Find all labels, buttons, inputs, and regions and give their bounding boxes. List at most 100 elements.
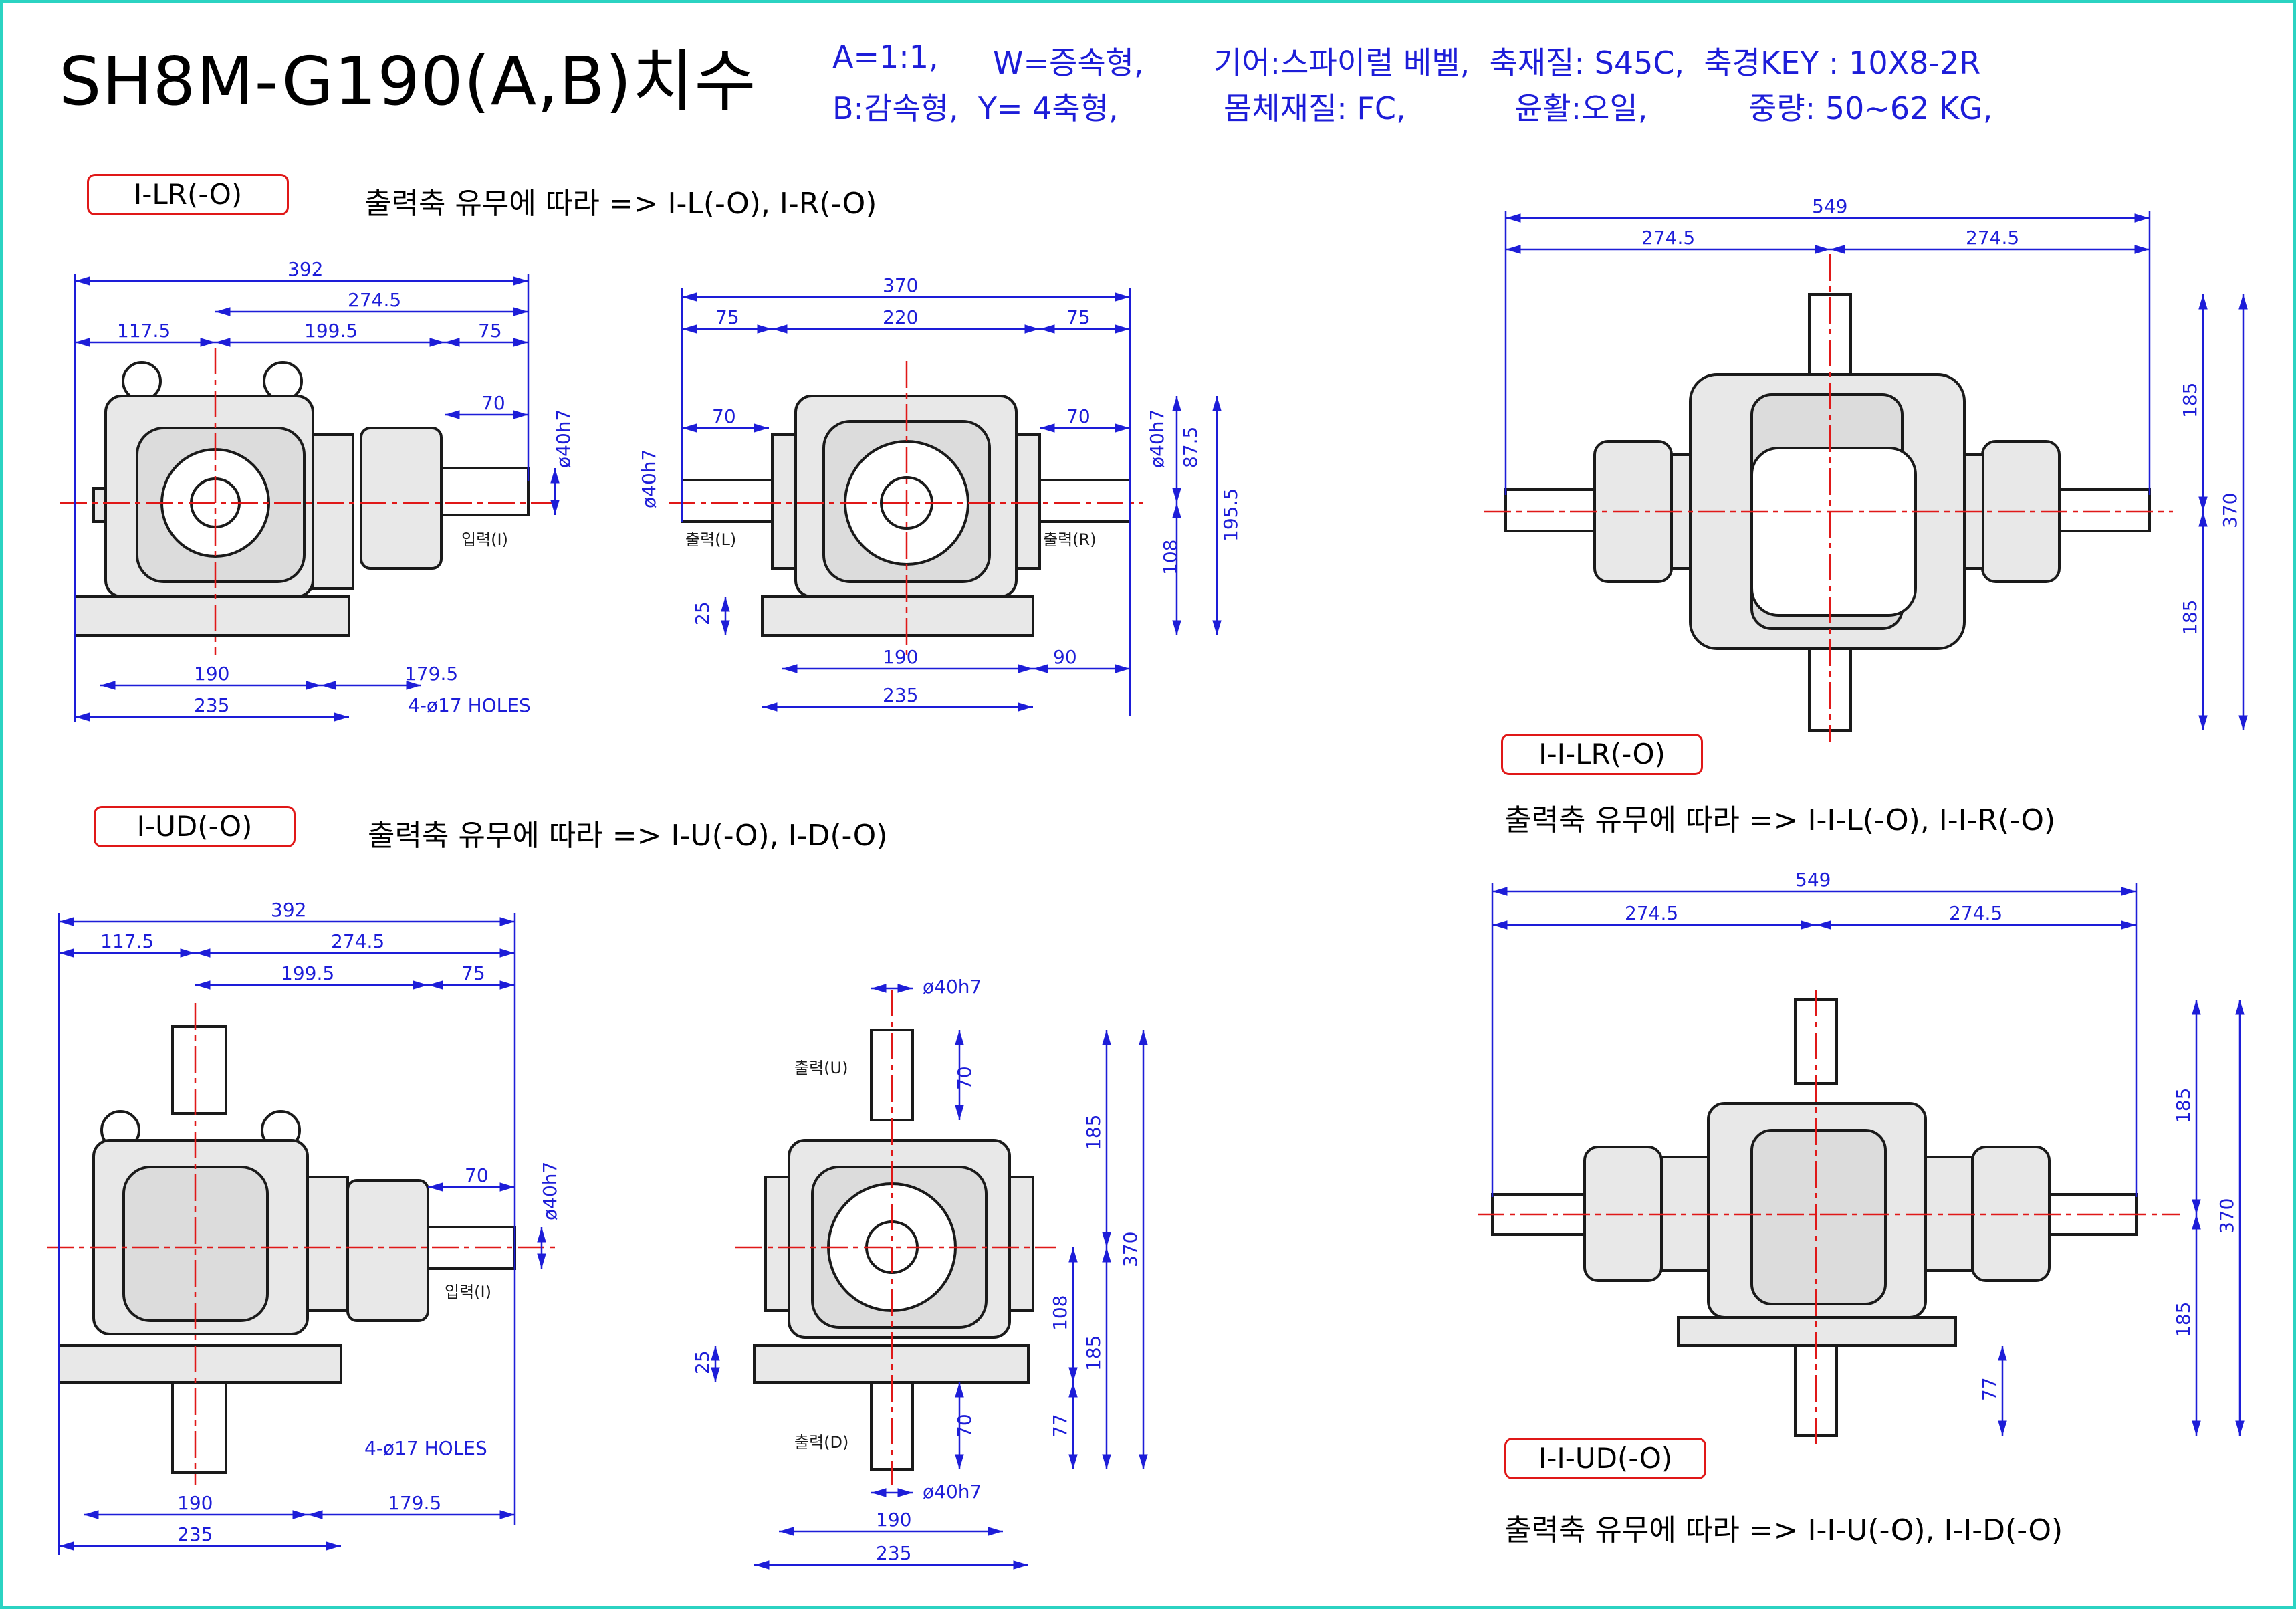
view-iud-centerlines: [1478, 990, 2180, 1444]
dim-185-bottom-iud: 185: [2172, 1302, 2194, 1337]
dim-70-ud: 70: [465, 1164, 489, 1186]
dim-370-ilr: 370: [2219, 493, 2241, 528]
dim-185-top: 185: [2179, 383, 2201, 418]
view-ud-front: [753, 1029, 1034, 1471]
view-label-iud: I-I-UD(-O): [1504, 1438, 1706, 1479]
spec-lube: 윤활:오일,: [1514, 90, 1648, 126]
view-ud-front-dims: [711, 984, 1148, 1570]
view-desc-iud: 출력축 유무에 따라 => I-I-U(-O), I-I-D(-O): [1504, 1513, 2063, 1547]
dim-117-5-ud: 117.5: [100, 930, 154, 952]
view-desc-lr: 출력축 유무에 따라 => I-L(-O), I-R(-O): [364, 187, 877, 221]
spec-type-b: B:감속형, Y= 4축형,: [832, 90, 1119, 126]
phi40-left: ø40h7: [638, 449, 660, 508]
dim-370-iud: 370: [2216, 1198, 2238, 1234]
dim-75: 75: [478, 320, 502, 342]
spec-weight: 중량: 50~62 KG,: [1748, 90, 1993, 126]
spec-ratio: A=1:1,: [832, 39, 939, 75]
dim-190: 190: [194, 663, 229, 685]
dim-549: 549: [1812, 195, 1847, 217]
dim-117-5: 117.5: [117, 320, 170, 342]
dim-235-front: 235: [883, 684, 918, 706]
view-lr-front: [681, 395, 1131, 637]
view-label-ud: I-UD(-O): [94, 806, 296, 847]
dim-274-5: 274.5: [348, 289, 401, 311]
view-ud-front-dim-text: ø40h7 ø40h7 70 70 185 185 370 108 77 25 …: [691, 976, 1141, 1564]
dim-25: 25: [691, 601, 713, 625]
dim-392: 392: [288, 258, 323, 280]
dim-274-5-ud: 274.5: [331, 930, 384, 952]
dim-199-5-ud: 199.5: [281, 962, 334, 984]
view-lr-side: [74, 361, 530, 637]
dim-108: 108: [1159, 540, 1181, 575]
output-r-label: 출력(R): [1043, 530, 1097, 549]
view-desc-ud: 출력축 유무에 따라 => I-U(-O), I-D(-O): [368, 819, 888, 853]
dim-220: 220: [883, 306, 918, 328]
dim-274-5-left-iud: 274.5: [1625, 902, 1678, 924]
dim-90: 90: [1053, 646, 1077, 668]
output-u-label: 출력(U): [794, 1059, 848, 1077]
dim-77-iud: 77: [1978, 1377, 2000, 1401]
dim-179-5: 179.5: [405, 663, 458, 685]
phi40-right: ø40h7: [1146, 409, 1168, 468]
dim-25-ud: 25: [691, 1350, 713, 1374]
dim-185-bottom: 185: [2179, 600, 2201, 635]
phi40-bottom: ø40h7: [923, 1481, 982, 1503]
dim-274-5-right-iud: 274.5: [1949, 902, 2002, 924]
view-lr-front-dim-text: 370 75 220 75 70 70 190 90 235 87.5 195.…: [638, 274, 1242, 706]
dim-195-5: 195.5: [1220, 488, 1242, 542]
dim-274-5-left: 274.5: [1641, 227, 1695, 249]
phi40-top: ø40h7: [923, 976, 982, 998]
spec-gear: 기어:스파이럴 베벨, 축재질: S45C, 축경KEY : 10X8-2R: [1214, 45, 1981, 81]
phi40-note: ø40h7: [552, 409, 574, 468]
dim-549-iud: 549: [1795, 869, 1831, 891]
dim-185-bottom-ud: 185: [1082, 1335, 1105, 1371]
view-label-ilr: I-I-LR(-O): [1501, 734, 1703, 775]
drawing-title: SH8M-G190(A,B)치수: [59, 42, 757, 120]
view-ud-side-dim-text: 392 117.5 274.5 199.5 75 70 190 179.5 23…: [100, 899, 561, 1545]
input-label: 입력(I): [461, 530, 508, 549]
view-ud-side-centerlines: [47, 1003, 555, 1485]
view-lr-side-dims: [74, 274, 560, 722]
view-desc-ilr: 출력축 유무에 따라 => I-I-L(-O), I-I-R(-O): [1504, 803, 2056, 837]
dim-70: 70: [481, 392, 505, 414]
holes-note: 4-ø17 HOLES: [408, 694, 531, 716]
dim-190-front: 190: [883, 646, 918, 668]
spec-type-w: W=증속형,: [993, 45, 1144, 81]
dim-75-ud: 75: [461, 962, 485, 984]
dim-75-right: 75: [1066, 306, 1090, 328]
view-ilr-centerlines: [1484, 254, 2173, 742]
dim-235: 235: [194, 694, 229, 716]
view-label-lr: I-LR(-O): [87, 174, 289, 215]
dim-370-ud: 370: [1119, 1232, 1141, 1267]
dim-235-ud-front: 235: [876, 1542, 911, 1564]
dim-70-bottom: 70: [953, 1414, 975, 1438]
view-ilr-dim-text: 549 274.5 274.5 185 185 370: [1641, 195, 2241, 635]
view-iud-front: [1491, 998, 2138, 1437]
view-lr-side-centerlines: [60, 348, 555, 655]
view-ud-front-centerlines: [735, 990, 1056, 1485]
dim-392-ud: 392: [271, 899, 306, 921]
dim-370: 370: [883, 274, 918, 296]
holes-note-ud: 4-ø17 HOLES: [364, 1437, 487, 1459]
view-ud-side: [58, 1025, 516, 1474]
spec-body: 몸체재질: FC,: [1224, 90, 1406, 126]
dim-235-ud: 235: [177, 1523, 213, 1545]
view-iud-dim-text: 549 274.5 274.5 185 185 370 77: [1625, 869, 2238, 1401]
dim-190-ud-front: 190: [876, 1509, 911, 1531]
view-lr-front-dims: [681, 288, 1222, 716]
dim-108-ud: 108: [1049, 1295, 1071, 1331]
phi40-ud: ø40h7: [539, 1162, 561, 1220]
view-lr-front-centerlines: [669, 361, 1143, 655]
dim-179-5-ud: 179.5: [388, 1492, 441, 1514]
dim-70-top: 70: [953, 1066, 975, 1090]
input-label-ud: 입력(I): [445, 1283, 491, 1301]
dim-274-5-right: 274.5: [1966, 227, 2019, 249]
output-l-label: 출력(L): [685, 530, 736, 549]
dim-87-5: 87.5: [1179, 427, 1201, 468]
output-d-label: 출력(D): [794, 1433, 848, 1452]
dim-185-top-iud: 185: [2172, 1088, 2194, 1123]
view-ud-side-dims: [58, 913, 546, 1555]
dim-70-left: 70: [712, 405, 736, 427]
view-lr-side-dim-text: 392 274.5 117.5 199.5 75 70 190 179.5 23…: [117, 258, 574, 716]
